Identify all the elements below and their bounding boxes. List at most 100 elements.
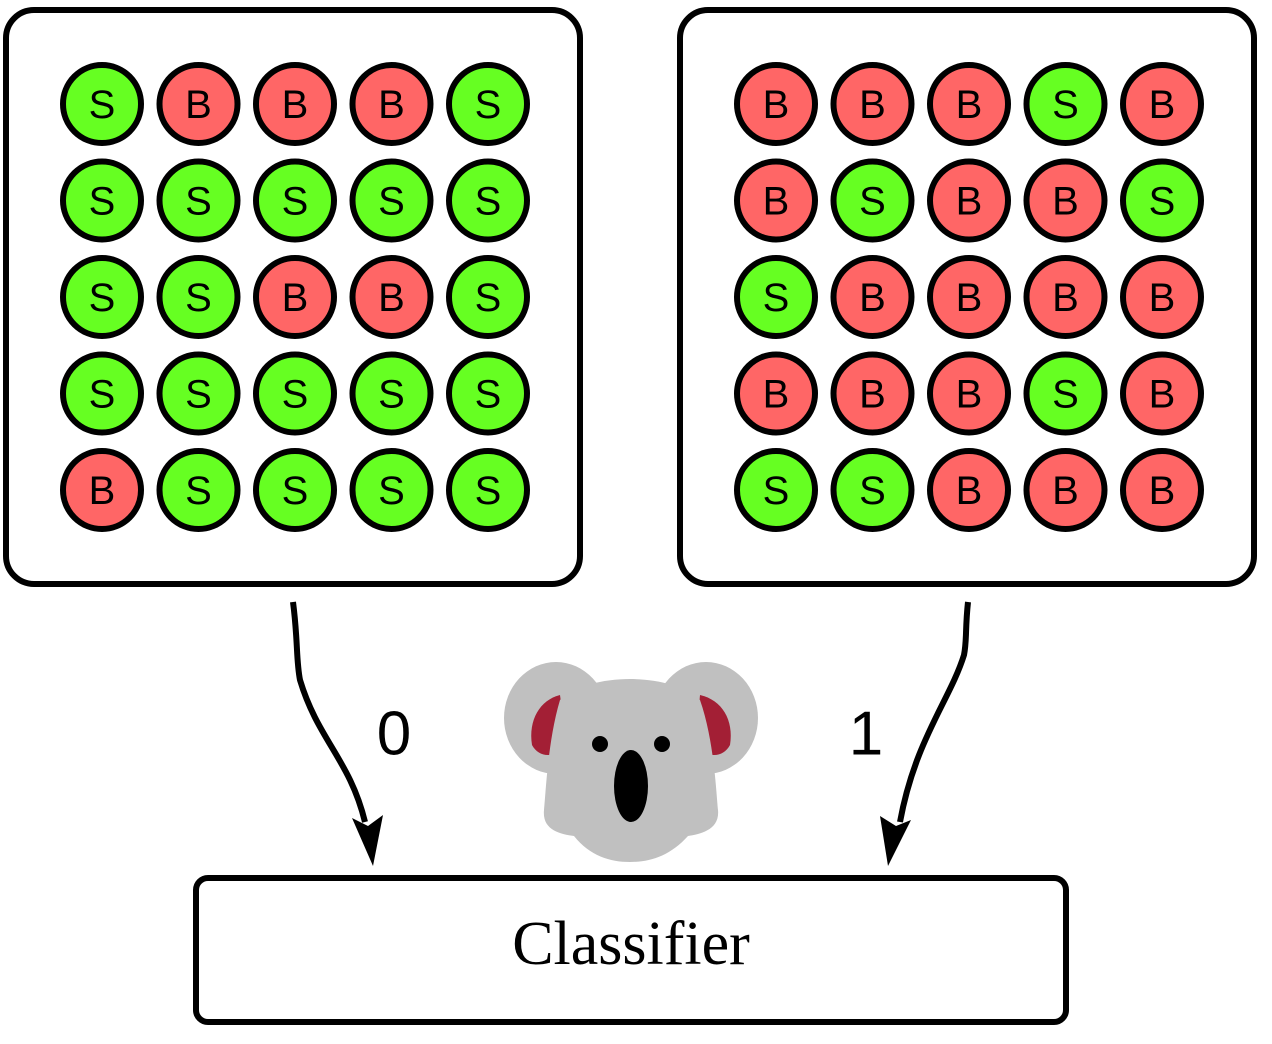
dot-label: B xyxy=(859,83,886,127)
left-dot-signal: S xyxy=(60,255,144,339)
dot-label: B xyxy=(763,373,790,417)
dot-circle xyxy=(446,255,530,339)
dot-circle xyxy=(349,62,434,146)
left-arrow-label: 0 xyxy=(377,700,411,769)
left-dot-background: B xyxy=(253,62,337,146)
dot-circle xyxy=(830,158,915,243)
right-dot-signal: S xyxy=(1023,351,1108,436)
left-dot-signal: S xyxy=(349,158,434,243)
left-dot-signal: S xyxy=(156,448,241,532)
left-dot-background: B xyxy=(60,448,144,532)
dot-label: B xyxy=(859,276,886,320)
dot-label: S xyxy=(475,469,502,513)
dot-circle xyxy=(253,62,337,146)
dot-circle xyxy=(734,448,818,532)
dot-label: B xyxy=(185,83,212,127)
koala-nose xyxy=(614,750,648,822)
right-dot-background: B xyxy=(927,158,1011,243)
right-dot-background: B xyxy=(1120,62,1204,146)
right-dot-signal: S xyxy=(830,448,915,532)
right-dot-signal: S xyxy=(734,255,818,339)
dot-circle xyxy=(927,62,1011,146)
dot-label: S xyxy=(89,373,116,417)
dot-label: S xyxy=(1052,83,1079,127)
dot-circle xyxy=(927,351,1011,436)
dot-circle xyxy=(830,62,915,146)
right-dot-signal: S xyxy=(1120,158,1204,243)
dot-circle xyxy=(60,351,144,436)
dot-label: B xyxy=(1149,276,1176,320)
dot-label: S xyxy=(185,180,212,224)
dot-label: S xyxy=(378,373,405,417)
classifier-block: Classifier xyxy=(193,875,1069,1025)
right-dot-background: B xyxy=(927,448,1011,532)
right-dot-background: B xyxy=(830,351,915,436)
left-dot-signal: S xyxy=(446,351,530,436)
dot-label: S xyxy=(282,469,309,513)
dot-label: B xyxy=(282,276,309,320)
left-dot-background: B xyxy=(253,255,337,339)
dot-circle xyxy=(1120,351,1204,436)
koala-icon xyxy=(504,662,758,862)
right-dot-background: B xyxy=(830,62,915,146)
right-arrow-label: 1 xyxy=(849,700,883,769)
right-dot-background: B xyxy=(1023,255,1108,339)
dot-circle xyxy=(156,62,241,146)
left-dot-signal: S xyxy=(60,351,144,436)
dot-circle xyxy=(734,62,818,146)
dot-circle xyxy=(156,351,241,436)
dot-label: B xyxy=(956,469,983,513)
dot-label: B xyxy=(956,276,983,320)
left-dot-background: B xyxy=(349,62,434,146)
dot-circle xyxy=(1023,62,1108,146)
dot-circle xyxy=(349,351,434,436)
dot-circle xyxy=(927,255,1011,339)
left-dot-signal: S xyxy=(446,255,530,339)
right-dot-background: B xyxy=(830,255,915,339)
dot-circle xyxy=(253,448,337,532)
dot-circle xyxy=(927,158,1011,243)
dot-label: S xyxy=(1052,373,1079,417)
dot-label: S xyxy=(1149,180,1176,224)
dot-circle xyxy=(446,62,530,146)
dot-label: B xyxy=(89,469,116,513)
dot-label: S xyxy=(475,83,502,127)
dot-label: S xyxy=(89,276,116,320)
dot-circle xyxy=(1120,255,1204,339)
dot-circle xyxy=(1023,351,1108,436)
dot-label: S xyxy=(859,469,886,513)
dot-circle xyxy=(830,448,915,532)
dot-label: S xyxy=(185,373,212,417)
dot-circle xyxy=(253,255,337,339)
left-dot-signal: S xyxy=(253,448,337,532)
left-dot-signal: S xyxy=(156,158,241,243)
dot-label: B xyxy=(1052,469,1079,513)
right-dot-background: B xyxy=(1023,448,1108,532)
dot-label: S xyxy=(185,469,212,513)
right-dot-background: B xyxy=(1120,351,1204,436)
dot-label: S xyxy=(282,180,309,224)
dot-circle xyxy=(1120,62,1204,146)
dot-circle xyxy=(734,158,818,243)
dot-label: S xyxy=(89,180,116,224)
dot-label: B xyxy=(282,83,309,127)
dot-circle xyxy=(1023,158,1108,243)
left-dot-signal: S xyxy=(446,448,530,532)
dot-label: B xyxy=(763,180,790,224)
dot-label: S xyxy=(763,469,790,513)
dot-circle xyxy=(1120,448,1204,532)
right-dot-background: B xyxy=(1120,255,1204,339)
left-dot-signal: S xyxy=(156,351,241,436)
dot-label: S xyxy=(89,83,116,127)
classifier-label: Classifier xyxy=(512,910,750,978)
right-dot-background: B xyxy=(1120,448,1204,532)
dot-circle xyxy=(1023,255,1108,339)
left-dot-signal: S xyxy=(349,448,434,532)
left-dot-signal: S xyxy=(446,62,530,146)
dot-label: S xyxy=(475,276,502,320)
left-arrow-head xyxy=(352,815,383,866)
